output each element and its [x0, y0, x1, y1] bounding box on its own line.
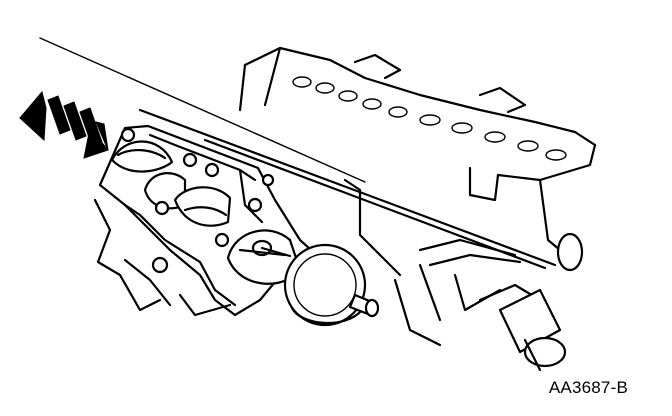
block-edge-line [39, 37, 366, 183]
lower-shaft [498, 288, 562, 354]
fixture-bolts [120, 127, 275, 274]
gauge-body [283, 243, 367, 327]
dial-indicator [226, 229, 380, 327]
gauge-face [293, 253, 357, 317]
motion-arrow-icon [19, 90, 109, 159]
block-boss [556, 232, 584, 272]
figure-code-label: AA3687-B [548, 378, 628, 397]
fixture-plate [98, 124, 322, 317]
engine-block [39, 37, 597, 372]
crankshaft [110, 140, 232, 227]
port-holes [292, 76, 567, 161]
